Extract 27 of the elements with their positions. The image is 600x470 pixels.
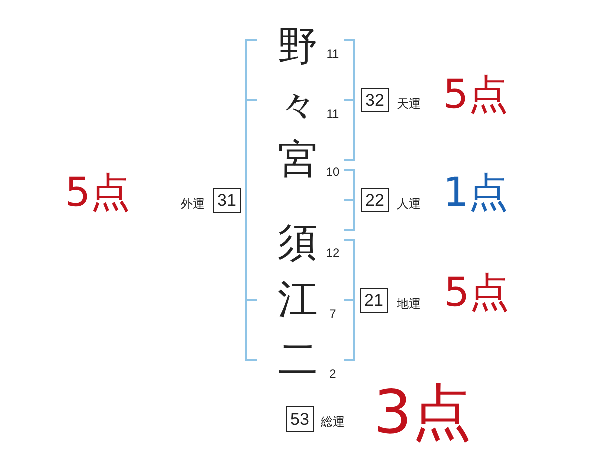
number-box: 22 [361, 188, 389, 212]
fortune-label: 天運 [397, 98, 421, 110]
score-text: 5点 [65, 173, 131, 213]
name-character: 江 [278, 280, 318, 320]
name-character: 々 [278, 86, 318, 126]
name-character: 宮 [278, 140, 318, 180]
name-character: 二 [278, 340, 318, 380]
score-text: 3点 [374, 383, 472, 443]
fortune-label: 人運 [397, 198, 421, 210]
number-box: 32 [361, 88, 389, 112]
stroke-count: 2 [330, 368, 336, 380]
stroke-count: 11 [326, 108, 340, 120]
stroke-count: 11 [326, 48, 340, 60]
number-box: 21 [360, 288, 388, 313]
score-text: 5点 [443, 75, 509, 115]
score-text: 5点 [444, 273, 510, 313]
stroke-count: 10 [326, 166, 340, 178]
name-character: 須 [278, 223, 318, 263]
stroke-count: 12 [326, 247, 340, 259]
fortune-label: 地運 [397, 298, 421, 310]
stroke-count: 7 [330, 308, 336, 320]
name-character: 野 [278, 27, 318, 67]
number-box: 31 [213, 188, 241, 213]
fortune-label: 外運 [181, 198, 205, 210]
fortune-label: 総運 [321, 416, 345, 428]
score-text: 1点 [443, 173, 509, 213]
number-box: 53 [286, 406, 314, 432]
